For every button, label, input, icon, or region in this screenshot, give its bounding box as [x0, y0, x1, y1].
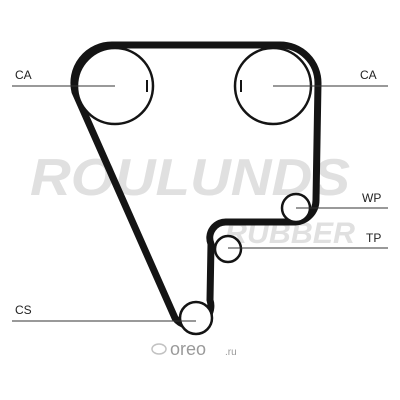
label-ca-right: CA [360, 68, 377, 82]
site-logo-tld: .ru [225, 347, 237, 358]
label-wp: WP [362, 191, 381, 205]
label-cs: CS [15, 303, 32, 317]
timing-belt [70, 41, 322, 330]
label-tp: TP [366, 231, 381, 245]
site-logo-text: oreo [170, 339, 206, 359]
label-ca-left: CA [15, 68, 32, 82]
site-logo: oreo .ru [151, 339, 237, 359]
crankshaft-pulley [178, 300, 214, 336]
site-logo-icon [151, 343, 167, 355]
tensioner-pulley [213, 234, 243, 264]
